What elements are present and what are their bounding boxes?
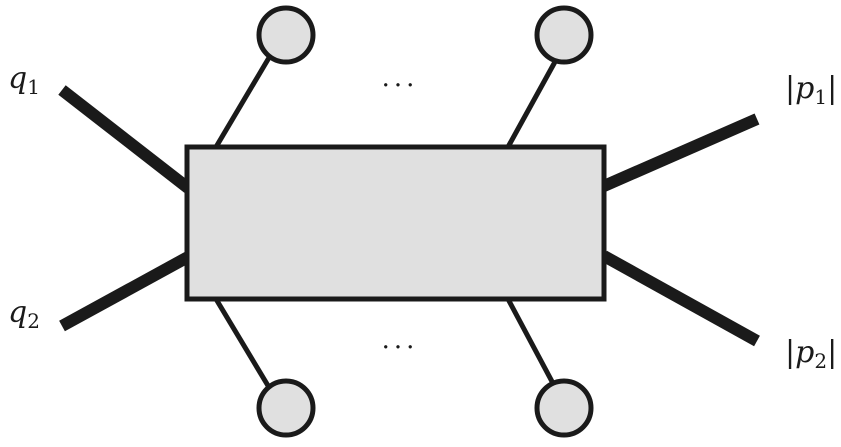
label-p2-base: p (795, 335, 814, 370)
label-q1: q1 (8, 61, 40, 99)
node-bottom-left (256, 378, 316, 438)
emission-line-bottom-left (213, 297, 273, 391)
label-q2-base: q (8, 295, 27, 330)
label-p1: |p1| (785, 71, 837, 109)
label-p2-close: | (827, 335, 837, 370)
emission-line-bottom-right (505, 297, 559, 391)
emission-line-top-left (213, 54, 273, 149)
ellipsis-bottom: ··· (382, 333, 419, 363)
label-q1-sub: 1 (27, 75, 40, 99)
label-p1-open: | (785, 71, 795, 106)
leg-q1 (58, 85, 192, 193)
leg-q2 (59, 251, 191, 332)
label-p1-sub: 1 (814, 85, 827, 109)
label-q1-base: q (8, 61, 27, 96)
label-p2: |p2| (785, 335, 837, 373)
node-bottom-right (534, 378, 594, 438)
label-p2-open: | (785, 335, 795, 370)
emission-line-top-right (505, 58, 559, 149)
label-q2-sub: 2 (27, 309, 40, 333)
label-p1-close: | (827, 71, 837, 106)
label-p2-sub: 2 (814, 349, 827, 373)
ellipsis-top: ··· (382, 71, 419, 101)
leg-p2 (601, 250, 760, 347)
label-p1-base: p (795, 71, 814, 106)
node-top-left (256, 5, 316, 65)
node-top-right (534, 5, 594, 65)
label-q2: q2 (8, 295, 40, 333)
leg-p1 (601, 113, 760, 192)
central-box (184, 144, 607, 302)
